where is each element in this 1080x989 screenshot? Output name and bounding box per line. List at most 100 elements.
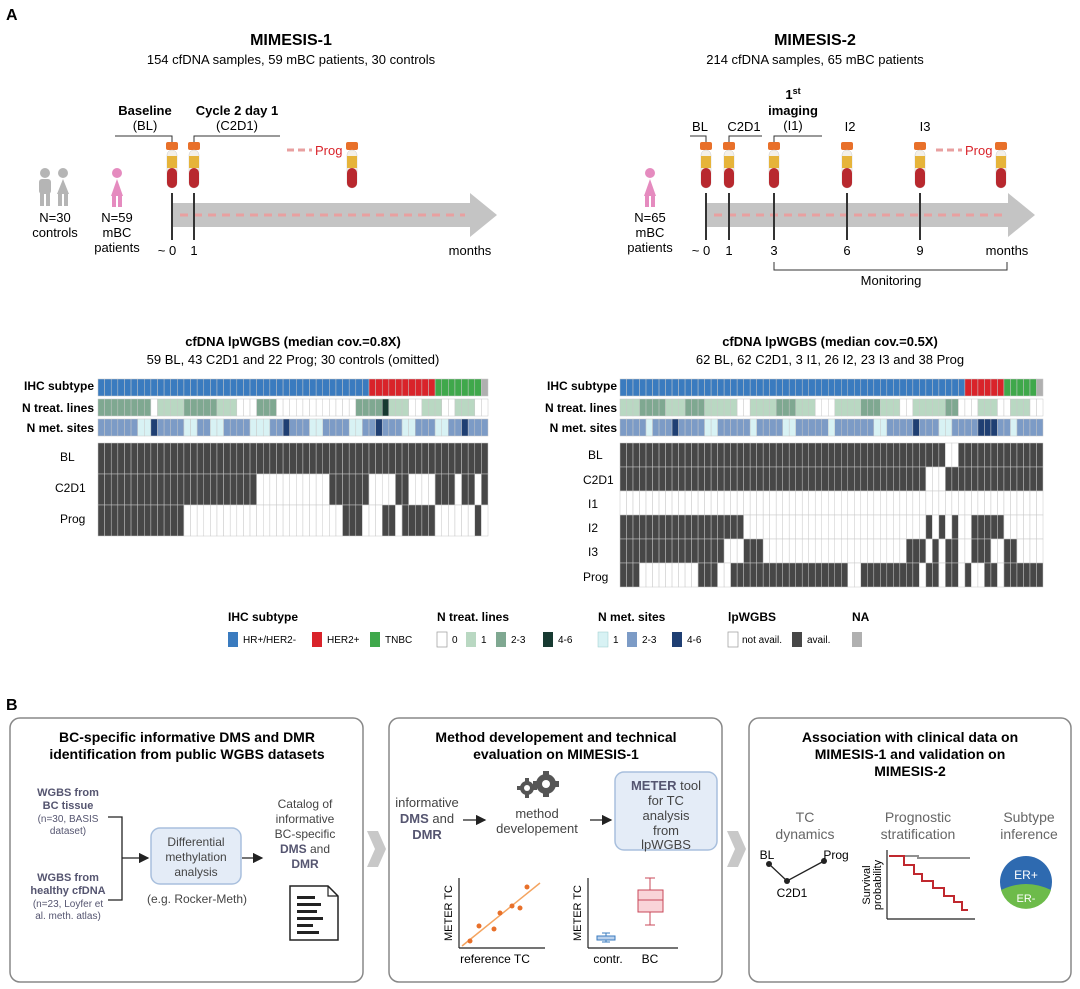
m2-tick-6: 6 bbox=[843, 243, 850, 258]
ihc-cell bbox=[210, 378, 218, 397]
ihc-cell bbox=[873, 378, 881, 397]
met-cell bbox=[348, 418, 357, 437]
met-cell bbox=[925, 418, 933, 437]
prog-cell bbox=[315, 504, 323, 537]
i1-cell bbox=[1023, 490, 1031, 516]
tc-l1: TC bbox=[796, 809, 815, 825]
cat-l2: informative bbox=[276, 812, 335, 826]
m2-grid-title: cfDNA lpWGBS (median cov.=0.5X) bbox=[722, 334, 938, 349]
i3-cell bbox=[827, 538, 836, 564]
treat-cell bbox=[434, 398, 442, 417]
c2d1-cell bbox=[342, 473, 350, 506]
treat-cell bbox=[834, 398, 842, 417]
ihc-cell bbox=[691, 378, 699, 397]
ihc-cell bbox=[814, 378, 822, 397]
c2d1-cell bbox=[348, 473, 357, 506]
c2d1-cell bbox=[964, 466, 972, 492]
prog-cell bbox=[461, 504, 469, 537]
bl-cell bbox=[717, 442, 725, 468]
ihc-cell bbox=[671, 378, 679, 397]
tc-bl: BL bbox=[760, 848, 775, 862]
er-pie-icon: ER+ ER- bbox=[1000, 856, 1052, 909]
treat-cell bbox=[899, 398, 907, 417]
ihc-cell bbox=[256, 378, 264, 397]
prog-cell bbox=[990, 562, 998, 588]
meter-l2: for TC bbox=[648, 793, 684, 808]
ihc-cell bbox=[441, 378, 449, 397]
bl-cell bbox=[243, 442, 251, 475]
treat-cell bbox=[223, 398, 231, 417]
legend-ihc-title: IHC subtype bbox=[228, 610, 298, 624]
rocker-meth: (e.g. Rocker-Meth) bbox=[147, 892, 247, 906]
prog-cell bbox=[997, 562, 1005, 588]
legend-m23: 2-3 bbox=[642, 635, 657, 646]
ihc-cell bbox=[1023, 378, 1031, 397]
bl-cell bbox=[841, 442, 849, 468]
bl-cell bbox=[395, 442, 403, 475]
bl-cell bbox=[196, 442, 205, 475]
i1-cell bbox=[769, 490, 777, 516]
bl-cell bbox=[710, 442, 718, 468]
i3-cell bbox=[795, 538, 803, 564]
i2-cell bbox=[919, 514, 927, 540]
m2-c2d1-label: C2D1 bbox=[727, 119, 760, 134]
i2-cell bbox=[977, 514, 985, 540]
legend-na-title: NA bbox=[852, 610, 870, 624]
prog-cell bbox=[626, 562, 634, 588]
prog-cell bbox=[749, 562, 757, 588]
m2-patients-l2: patients bbox=[627, 240, 673, 255]
prog-cell bbox=[762, 562, 770, 588]
prog-cell bbox=[1016, 562, 1024, 588]
bl-cell bbox=[847, 442, 855, 468]
wgbs1-l3: (n=30, BASIS bbox=[38, 814, 99, 825]
i2-cell bbox=[626, 514, 634, 540]
met-cell bbox=[381, 418, 390, 437]
prog-cell bbox=[210, 504, 218, 537]
i1-cell bbox=[619, 490, 627, 516]
bl-cell bbox=[769, 442, 777, 468]
box3-frame bbox=[748, 717, 1072, 983]
bl-cell bbox=[801, 442, 809, 468]
treat-cell bbox=[769, 398, 777, 417]
diff-l2: methylation bbox=[165, 850, 226, 864]
i2-cell bbox=[710, 514, 718, 540]
prog-cell bbox=[428, 504, 436, 537]
i1-cell bbox=[925, 490, 933, 516]
i1-cell bbox=[678, 490, 686, 516]
bl-cell bbox=[454, 442, 462, 475]
m2-tick-0: ~ 0 bbox=[692, 243, 710, 258]
treat-cell bbox=[282, 398, 290, 417]
prog-cell bbox=[873, 562, 881, 588]
treat-cell bbox=[329, 398, 337, 417]
treat-cell bbox=[104, 398, 112, 417]
met-cell bbox=[821, 418, 829, 437]
treat-cell bbox=[243, 398, 251, 417]
prog-cell bbox=[335, 504, 343, 537]
treat-cell bbox=[137, 398, 145, 417]
prog-cell bbox=[263, 504, 271, 537]
ihc-cell bbox=[110, 378, 119, 397]
treat-cell bbox=[658, 398, 666, 417]
i1-cell bbox=[730, 490, 738, 516]
c2d1-cell bbox=[104, 473, 112, 506]
met-cell bbox=[984, 418, 992, 437]
prog-cell bbox=[730, 562, 738, 588]
bl-cell bbox=[329, 442, 337, 475]
met-cell bbox=[388, 418, 396, 437]
c2d1-cell bbox=[481, 473, 489, 506]
m2-prog-label: Prog bbox=[965, 143, 992, 158]
met-cell bbox=[912, 418, 920, 437]
cat-l3: BC-specific bbox=[275, 827, 336, 841]
i2-cell bbox=[958, 514, 966, 540]
ihc-cell bbox=[183, 378, 191, 397]
i2-cell bbox=[678, 514, 686, 540]
bl-cell bbox=[808, 442, 816, 468]
ihc-cell bbox=[964, 378, 972, 397]
i1-cell bbox=[658, 490, 666, 516]
c2d1-cell bbox=[691, 466, 699, 492]
met-cell bbox=[355, 418, 363, 437]
bl-cell bbox=[441, 442, 449, 475]
met-cell bbox=[170, 418, 178, 437]
bl-cell bbox=[467, 442, 476, 475]
bl-cell bbox=[263, 442, 271, 475]
